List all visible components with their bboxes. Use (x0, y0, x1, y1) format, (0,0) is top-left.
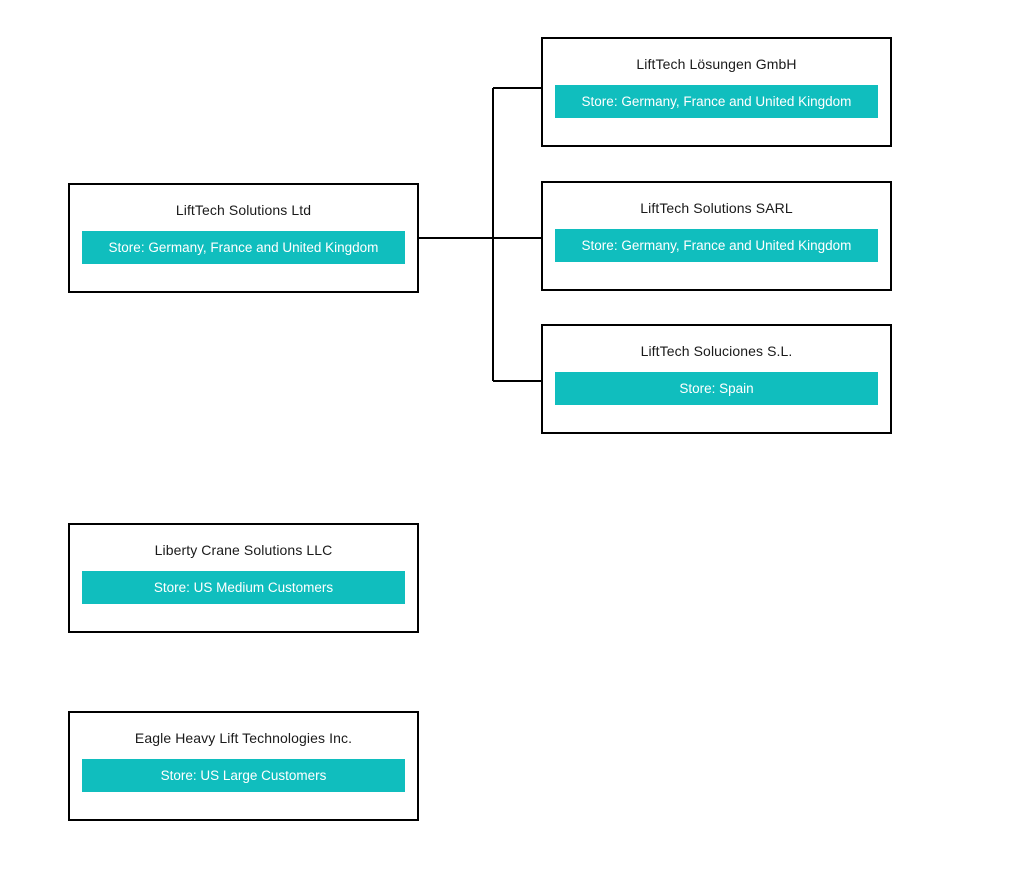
node-title: LiftTech Solutions SARL (640, 200, 793, 216)
node-store-band: Store: Germany, France and United Kingdo… (82, 231, 405, 264)
node-lifttech-losungen-gmbh[interactable]: LiftTech Lösungen GmbH Store: Germany, F… (541, 37, 892, 147)
node-title: LiftTech Lösungen GmbH (636, 56, 797, 72)
node-title: LiftTech Soluciones S.L. (640, 343, 793, 359)
node-lifttech-solutions-ltd[interactable]: LiftTech Solutions Ltd Store: Germany, F… (68, 183, 419, 293)
node-title: Liberty Crane Solutions LLC (154, 542, 333, 558)
node-lifttech-solutions-sarl[interactable]: LiftTech Solutions SARL Store: Germany, … (541, 181, 892, 291)
node-store-band: Store: US Large Customers (82, 759, 405, 792)
node-store-band: Store: Germany, France and United Kingdo… (555, 85, 878, 118)
node-lifttech-soluciones-sl[interactable]: LiftTech Soluciones S.L. Store: Spain (541, 324, 892, 434)
node-eagle-heavy-lift-technologies-inc[interactable]: Eagle Heavy Lift Technologies Inc. Store… (68, 711, 419, 821)
node-store-band: Store: US Medium Customers (82, 571, 405, 604)
node-title: Eagle Heavy Lift Technologies Inc. (134, 730, 353, 746)
node-store-band: Store: Spain (555, 372, 878, 405)
node-liberty-crane-solutions-llc[interactable]: Liberty Crane Solutions LLC Store: US Me… (68, 523, 419, 633)
node-store-band: Store: Germany, France and United Kingdo… (555, 229, 878, 262)
node-title: LiftTech Solutions Ltd (175, 202, 312, 218)
